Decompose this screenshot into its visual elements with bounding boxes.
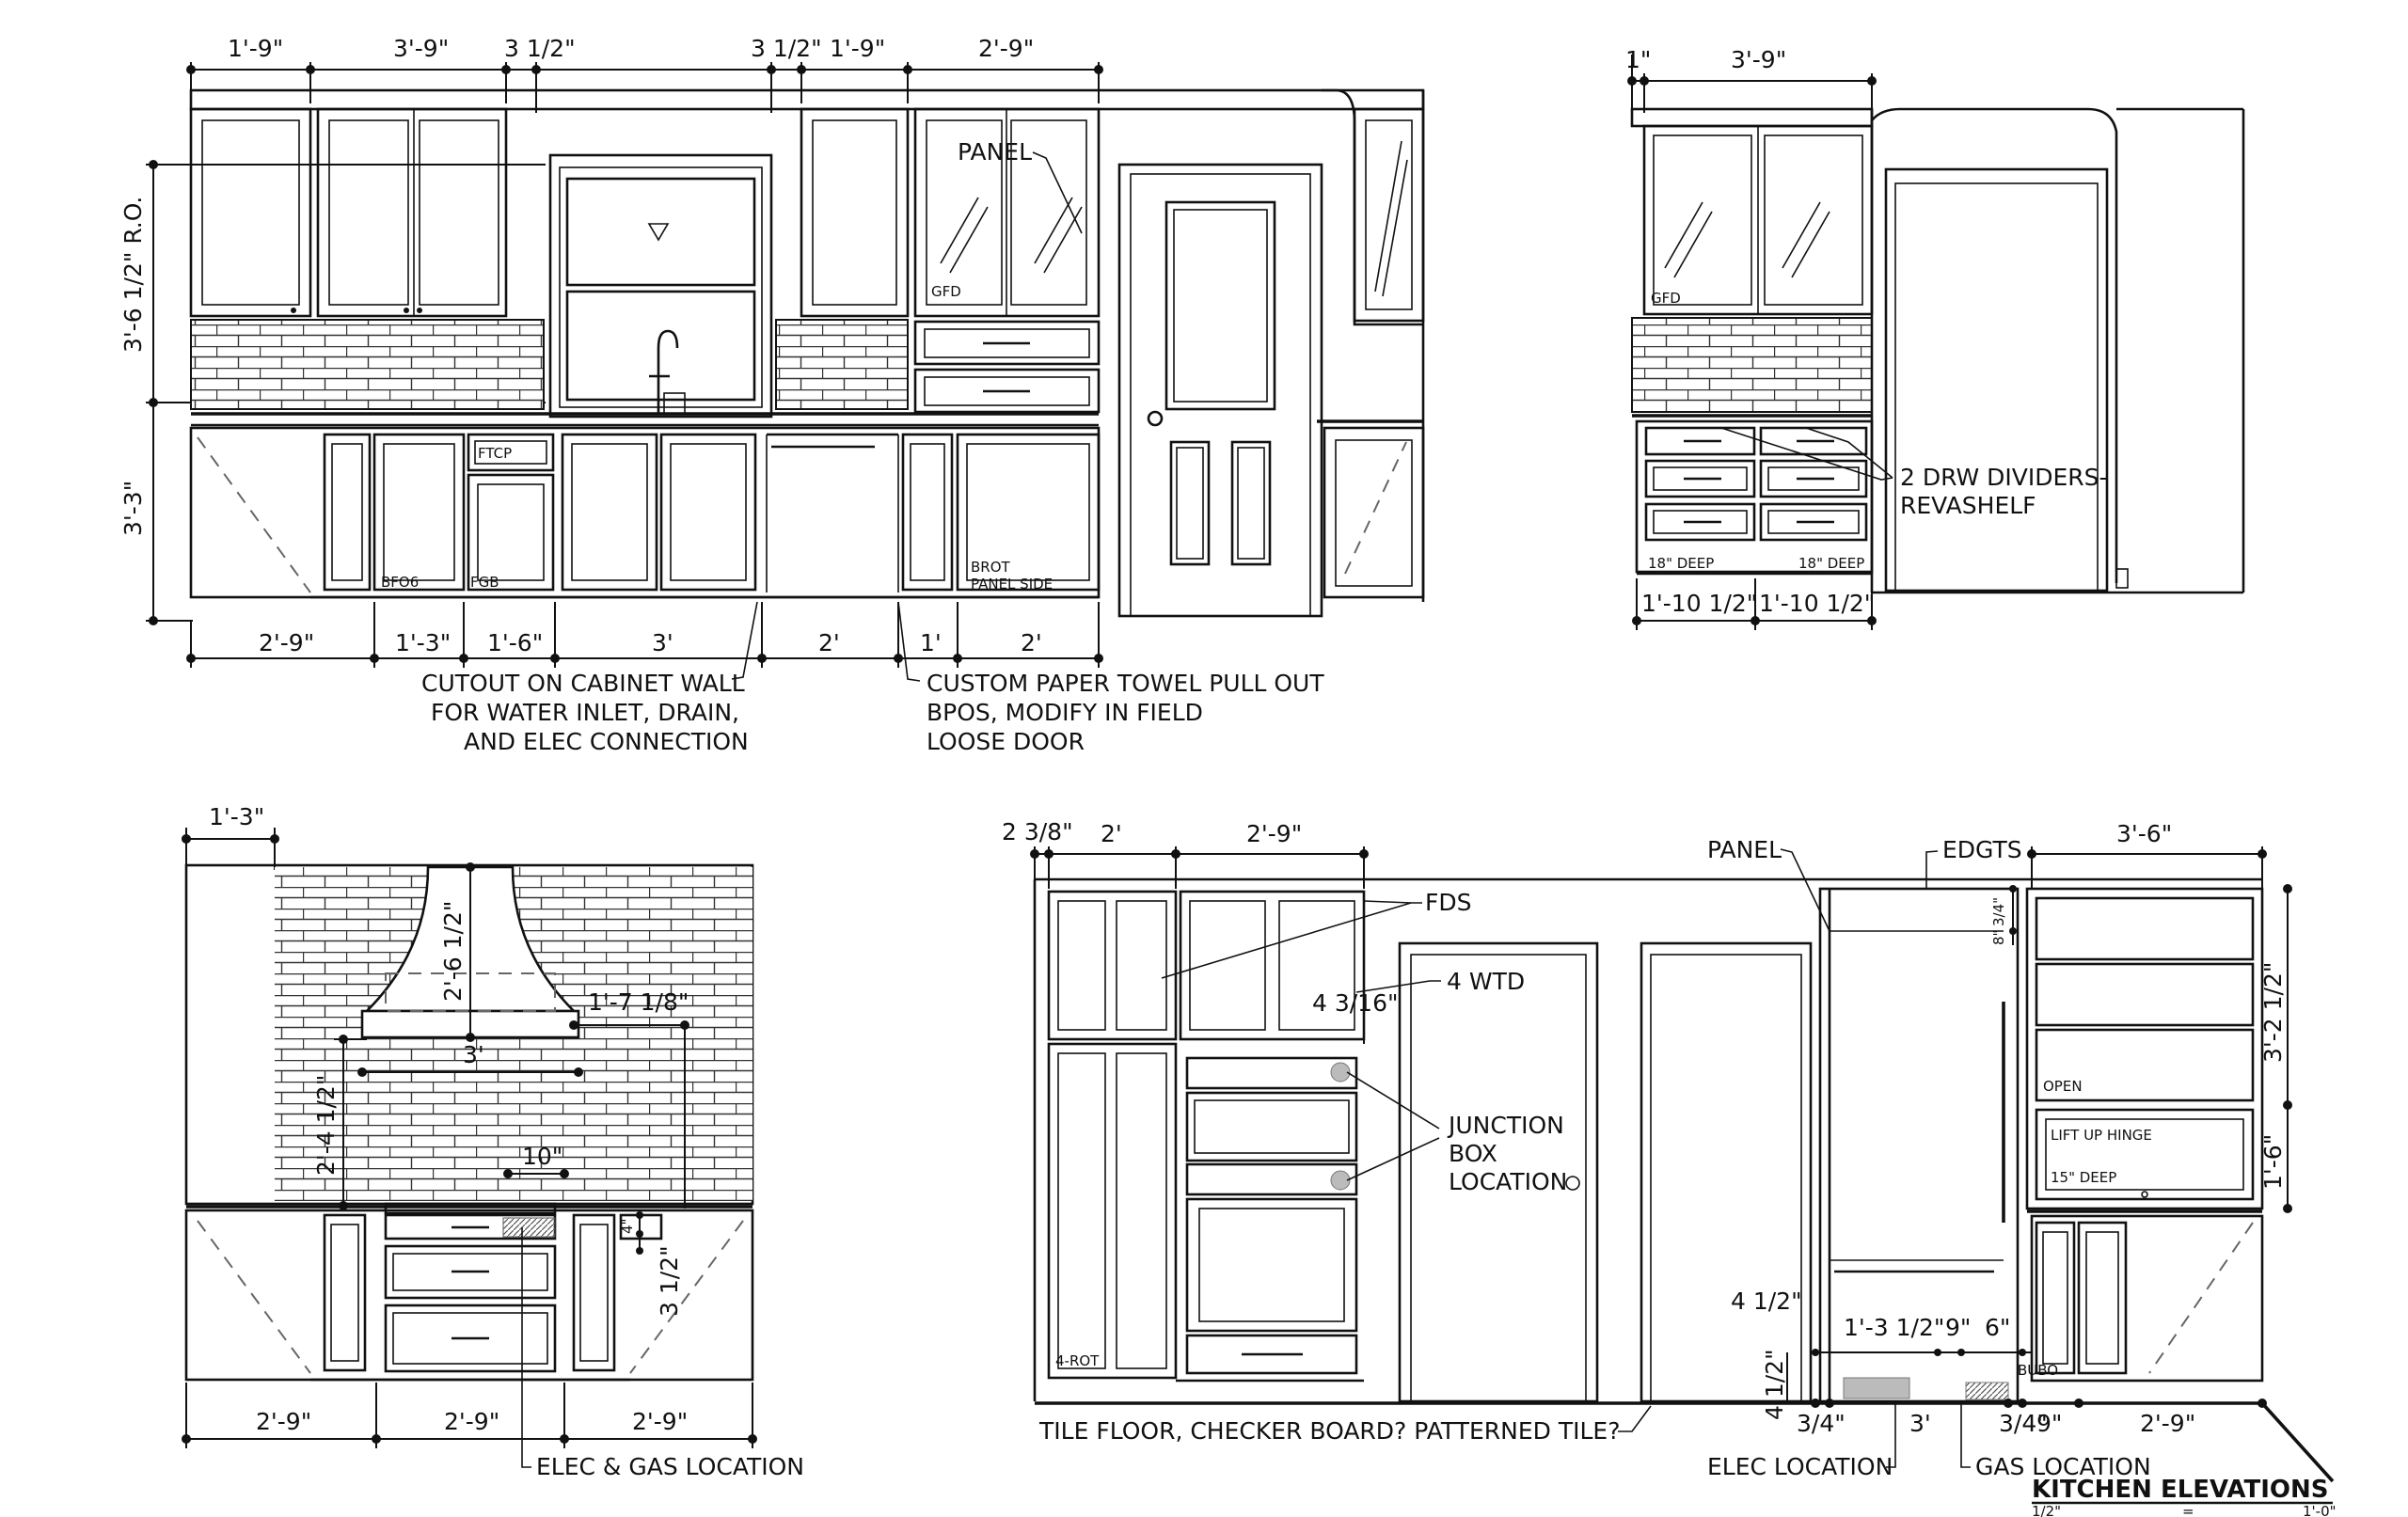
e4-bottom-dim-2: 3' — [1909, 1410, 1931, 1437]
e4-edgts-label: EDGTS — [1942, 836, 2022, 863]
e1-top-dim-6: 2'-9" — [978, 35, 1034, 62]
e3-hood-right-dim: 1'-7 1/8" — [588, 988, 689, 1016]
e1-note-cutout-1: CUTOUT ON CABINET WALL — [421, 670, 745, 697]
e1-note-paper-2: BPOS, MODIFY IN FIELD — [927, 699, 1203, 726]
e4-bottom-dim-1: 3/4" — [1797, 1410, 1846, 1437]
e4-top-dim-1: 2 3/8" — [1002, 818, 1073, 845]
e1-bottom-dim-3: 1'-6" — [487, 629, 543, 656]
e1-bottom-dim-4: 3' — [652, 629, 673, 656]
e4-deep-label: 15" DEEP — [2051, 1169, 2116, 1186]
e2-gfd-label: GFD — [1651, 290, 1681, 307]
e3-bottom-dim-3: 2'-9" — [632, 1408, 688, 1435]
e1-gfd-label: GFD — [931, 283, 961, 300]
e1-panel-side-label: PANEL SIDE — [971, 576, 1053, 593]
e2-bottom-dim-1: 1'-10 1/2" — [1641, 590, 1757, 617]
e3-hood-width: 3' — [463, 1041, 484, 1068]
e2-note-2: REVASHELF — [1900, 492, 2036, 519]
e1-top-dim-4: 3 1/2" — [751, 35, 822, 62]
e4-panel-label: PANEL — [1707, 836, 1782, 863]
e4-junction-2: BOX — [1449, 1140, 1497, 1167]
e1-brot-label: BROT — [971, 559, 1011, 576]
e1-left-dim-upper: 3'-6 1/2" R.O. — [119, 197, 147, 353]
e3-top-dim: 1'-3" — [209, 803, 264, 830]
elevation-1-main-wall: 1'-9" 3'-9" 3 1/2" 3 1/2" 1'-9" 2'-9" 3'… — [119, 35, 1425, 755]
drawing-title: KITCHEN ELEVATIONS — [2032, 1476, 2329, 1504]
e1-bottom-dim-1: 2'-9" — [259, 629, 314, 656]
e4-b-dim-e: 4 1/2" — [1761, 1349, 1788, 1420]
e4-gas-note: GAS LOCATION — [1975, 1453, 2151, 1480]
e3-three-half-dim: 3 1/2" — [656, 1245, 683, 1317]
e1-trash-label: FTCP — [478, 445, 512, 462]
e4-wtd-label: 4 WTD — [1447, 968, 1525, 995]
e3-bottom-dim-1: 2'-9" — [256, 1408, 311, 1435]
e1-bottom-dim-5: 2' — [818, 629, 840, 656]
e4-right-dim-lower: 1'-6" — [2259, 1134, 2287, 1190]
e3-note: ELEC & GAS LOCATION — [536, 1453, 804, 1480]
e1-bfo6-label: BFO6 — [381, 574, 419, 591]
elevation-3-range-wall: 1'-3" 2'-6 1/2" 3' 1'-7 1/8" 2'-4 1/2" 1… — [182, 803, 804, 1480]
e1-bottom-dim-6: 1' — [920, 629, 942, 656]
e4-open-label: OPEN — [2043, 1078, 2083, 1095]
e1-top-dim-3: 3 1/2" — [504, 35, 576, 62]
e4-floor-note: TILE FLOOR, CHECKER BOARD? PATTERNED TIL… — [1038, 1417, 1621, 1445]
e4-top-dim-2: 2' — [1101, 820, 1122, 847]
e4-b-dim-c: 9" — [1945, 1314, 1971, 1341]
e3-left-dim: 2'-4 1/2" — [312, 1075, 340, 1176]
e2-top-dim-1: 1" — [1625, 46, 1651, 73]
e4-b-dim-b: 1'-3 1/2" — [1844, 1314, 1944, 1341]
e4-b-dim-d: 6" — [1985, 1314, 2010, 1341]
e1-fgb-label: FGB — [470, 574, 499, 591]
e2-bottom-dim-2: 1'-10 1/2" — [1759, 590, 1875, 617]
e4-bubo-label: BUBO — [2018, 1362, 2058, 1379]
e4-bottom-dim-3: 3/4" — [1999, 1410, 2048, 1437]
e1-top-dim-2: 3'-9" — [393, 35, 449, 62]
e4-junction-1: JUNCTION — [1447, 1112, 1564, 1139]
e4-junction-3: LOCATION — [1449, 1168, 1567, 1195]
e4-rot-label: 4-ROT — [1055, 1352, 1100, 1369]
e4-fds-label: FDS — [1425, 889, 1472, 916]
e4-bottom-dim-4: 9" — [2036, 1410, 2062, 1437]
e4-right-dim-upper: 3'-2 1/2" — [2259, 962, 2287, 1063]
e1-top-dim-5: 1'-9" — [830, 35, 885, 62]
e4-three-quarter: 3/4" — [1990, 897, 2007, 926]
e2-deep-left: 18" DEEP — [1648, 555, 1714, 572]
e1-top-dim-1: 1'-9" — [228, 35, 283, 62]
e1-note-cutout-2: FOR WATER INLET, DRAIN, — [431, 699, 739, 726]
e3-bottom-dim-2: 2'-9" — [444, 1408, 499, 1435]
e1-note-paper-3: LOOSE DOOR — [927, 728, 1085, 755]
e4-eight: 8" — [1990, 930, 2007, 945]
e1-bottom-dim-7: 2' — [1021, 629, 1042, 656]
e1-note-cutout-3: AND ELEC CONNECTION — [464, 728, 749, 755]
e1-bottom-dim-2: 1'-3" — [395, 629, 451, 656]
e4-b-dim-a: 4 1/2" — [1731, 1288, 1802, 1315]
e2-deep-right: 18" DEEP — [1798, 555, 1864, 572]
title-block: KITCHEN ELEVATIONS 1/2" = 1'-0" — [2032, 1401, 2337, 1517]
e4-lift-label: LIFT UP HINGE — [2051, 1127, 2152, 1144]
e4-elec-note: ELEC LOCATION — [1707, 1453, 1893, 1480]
e2-top-dim-2: 3'-9" — [1731, 46, 1786, 73]
e4-top-dim-3: 2'-9" — [1246, 820, 1302, 847]
e4-bottom-dim-5: 2'-9" — [2140, 1410, 2195, 1437]
scale-equals: = — [2182, 1503, 2194, 1517]
e3-ten-dim: 10" — [522, 1143, 562, 1170]
elevation-2-side-wall: 1" 3'-9" GFD 18" DEEP 18" DEEP 2 DRW DIV… — [1625, 46, 2245, 630]
e4-four-3-16: 4 3/16" — [1312, 989, 1399, 1017]
e1-note-paper-1: CUSTOM PAPER TOWEL PULL OUT — [927, 670, 1324, 697]
elevation-4-appliance-wall: 2 3/8" 2' 2'-9" 4-ROT FDS 4 WTD 4 3/16" … — [1002, 818, 2292, 1480]
e2-note-1: 2 DRW DIVIDERS- — [1900, 464, 2108, 491]
e1-left-dim-lower: 3'-3" — [119, 481, 147, 536]
e3-four-dim: 4" — [619, 1219, 636, 1234]
e4-right-top-dim: 3'-6" — [2116, 820, 2172, 847]
e3-hood-height: 2'-6 1/2" — [439, 901, 467, 1002]
scale-left: 1/2" — [2032, 1503, 2061, 1517]
scale-right: 1'-0" — [2303, 1503, 2337, 1517]
e1-panel-label: PANEL — [958, 138, 1032, 166]
